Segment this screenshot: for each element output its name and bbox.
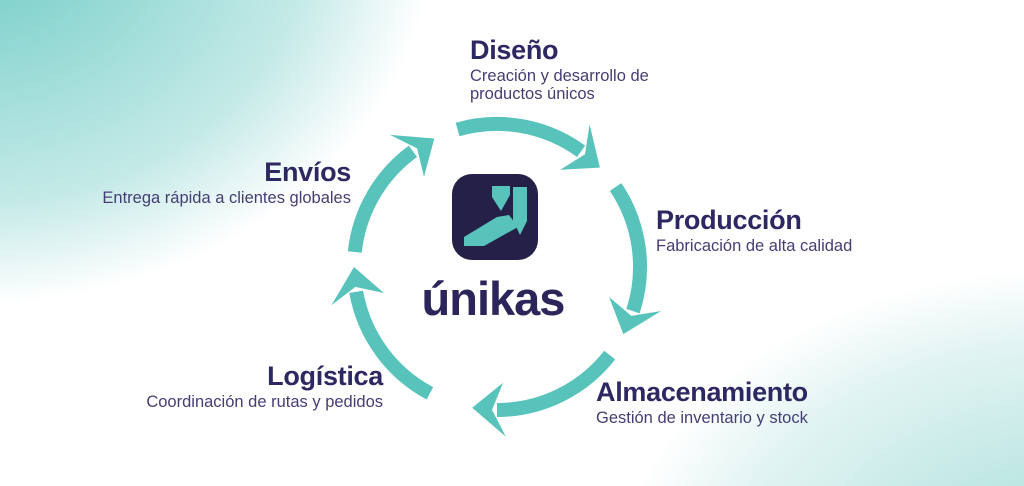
arrow-almacenamiento-to-logistica	[472, 350, 616, 437]
arrow-produccion-to-almacenamiento	[609, 183, 662, 335]
arrow-diseno-to-produccion	[455, 116, 600, 170]
stage-diseno: Diseño Creación y desarrollo de producto…	[470, 36, 656, 104]
arrow-envios-to-diseno	[347, 134, 435, 253]
stage-produccion-title: Producción	[656, 205, 802, 235]
arrow-logistica-to-envios	[331, 267, 434, 400]
stage-almacenamiento-description: Gestión de inventario y stock	[596, 409, 808, 428]
brand-wordmark: únikas	[421, 272, 566, 325]
stage-diseno-title: Diseño	[470, 35, 559, 65]
stage-diseno-description: Creación y desarrollo de productos único…	[470, 67, 649, 104]
unikas-logo	[452, 174, 538, 260]
stage-logistica-title: Logística	[267, 361, 383, 391]
stage-logistica-description: Coordinación de rutas y pedidos	[146, 393, 383, 412]
stage-almacenamiento: Almacenamiento Gestión de inventario y s…	[596, 378, 808, 428]
stage-envios-description: Entrega rápida a clientes globales	[102, 189, 351, 208]
unikas-mark-icon	[464, 186, 527, 246]
stage-almacenamiento-title: Almacenamiento	[596, 377, 808, 407]
stage-envios: Envíos Entrega rápida a clientes globale…	[102, 158, 351, 208]
stage-logistica: Logística Coordinación de rutas y pedido…	[146, 362, 383, 412]
stage-envios-title: Envíos	[264, 157, 351, 187]
stage-produccion: Producción Fabricación de alta calidad	[656, 206, 852, 256]
stage-produccion-description: Fabricación de alta calidad	[656, 237, 853, 256]
